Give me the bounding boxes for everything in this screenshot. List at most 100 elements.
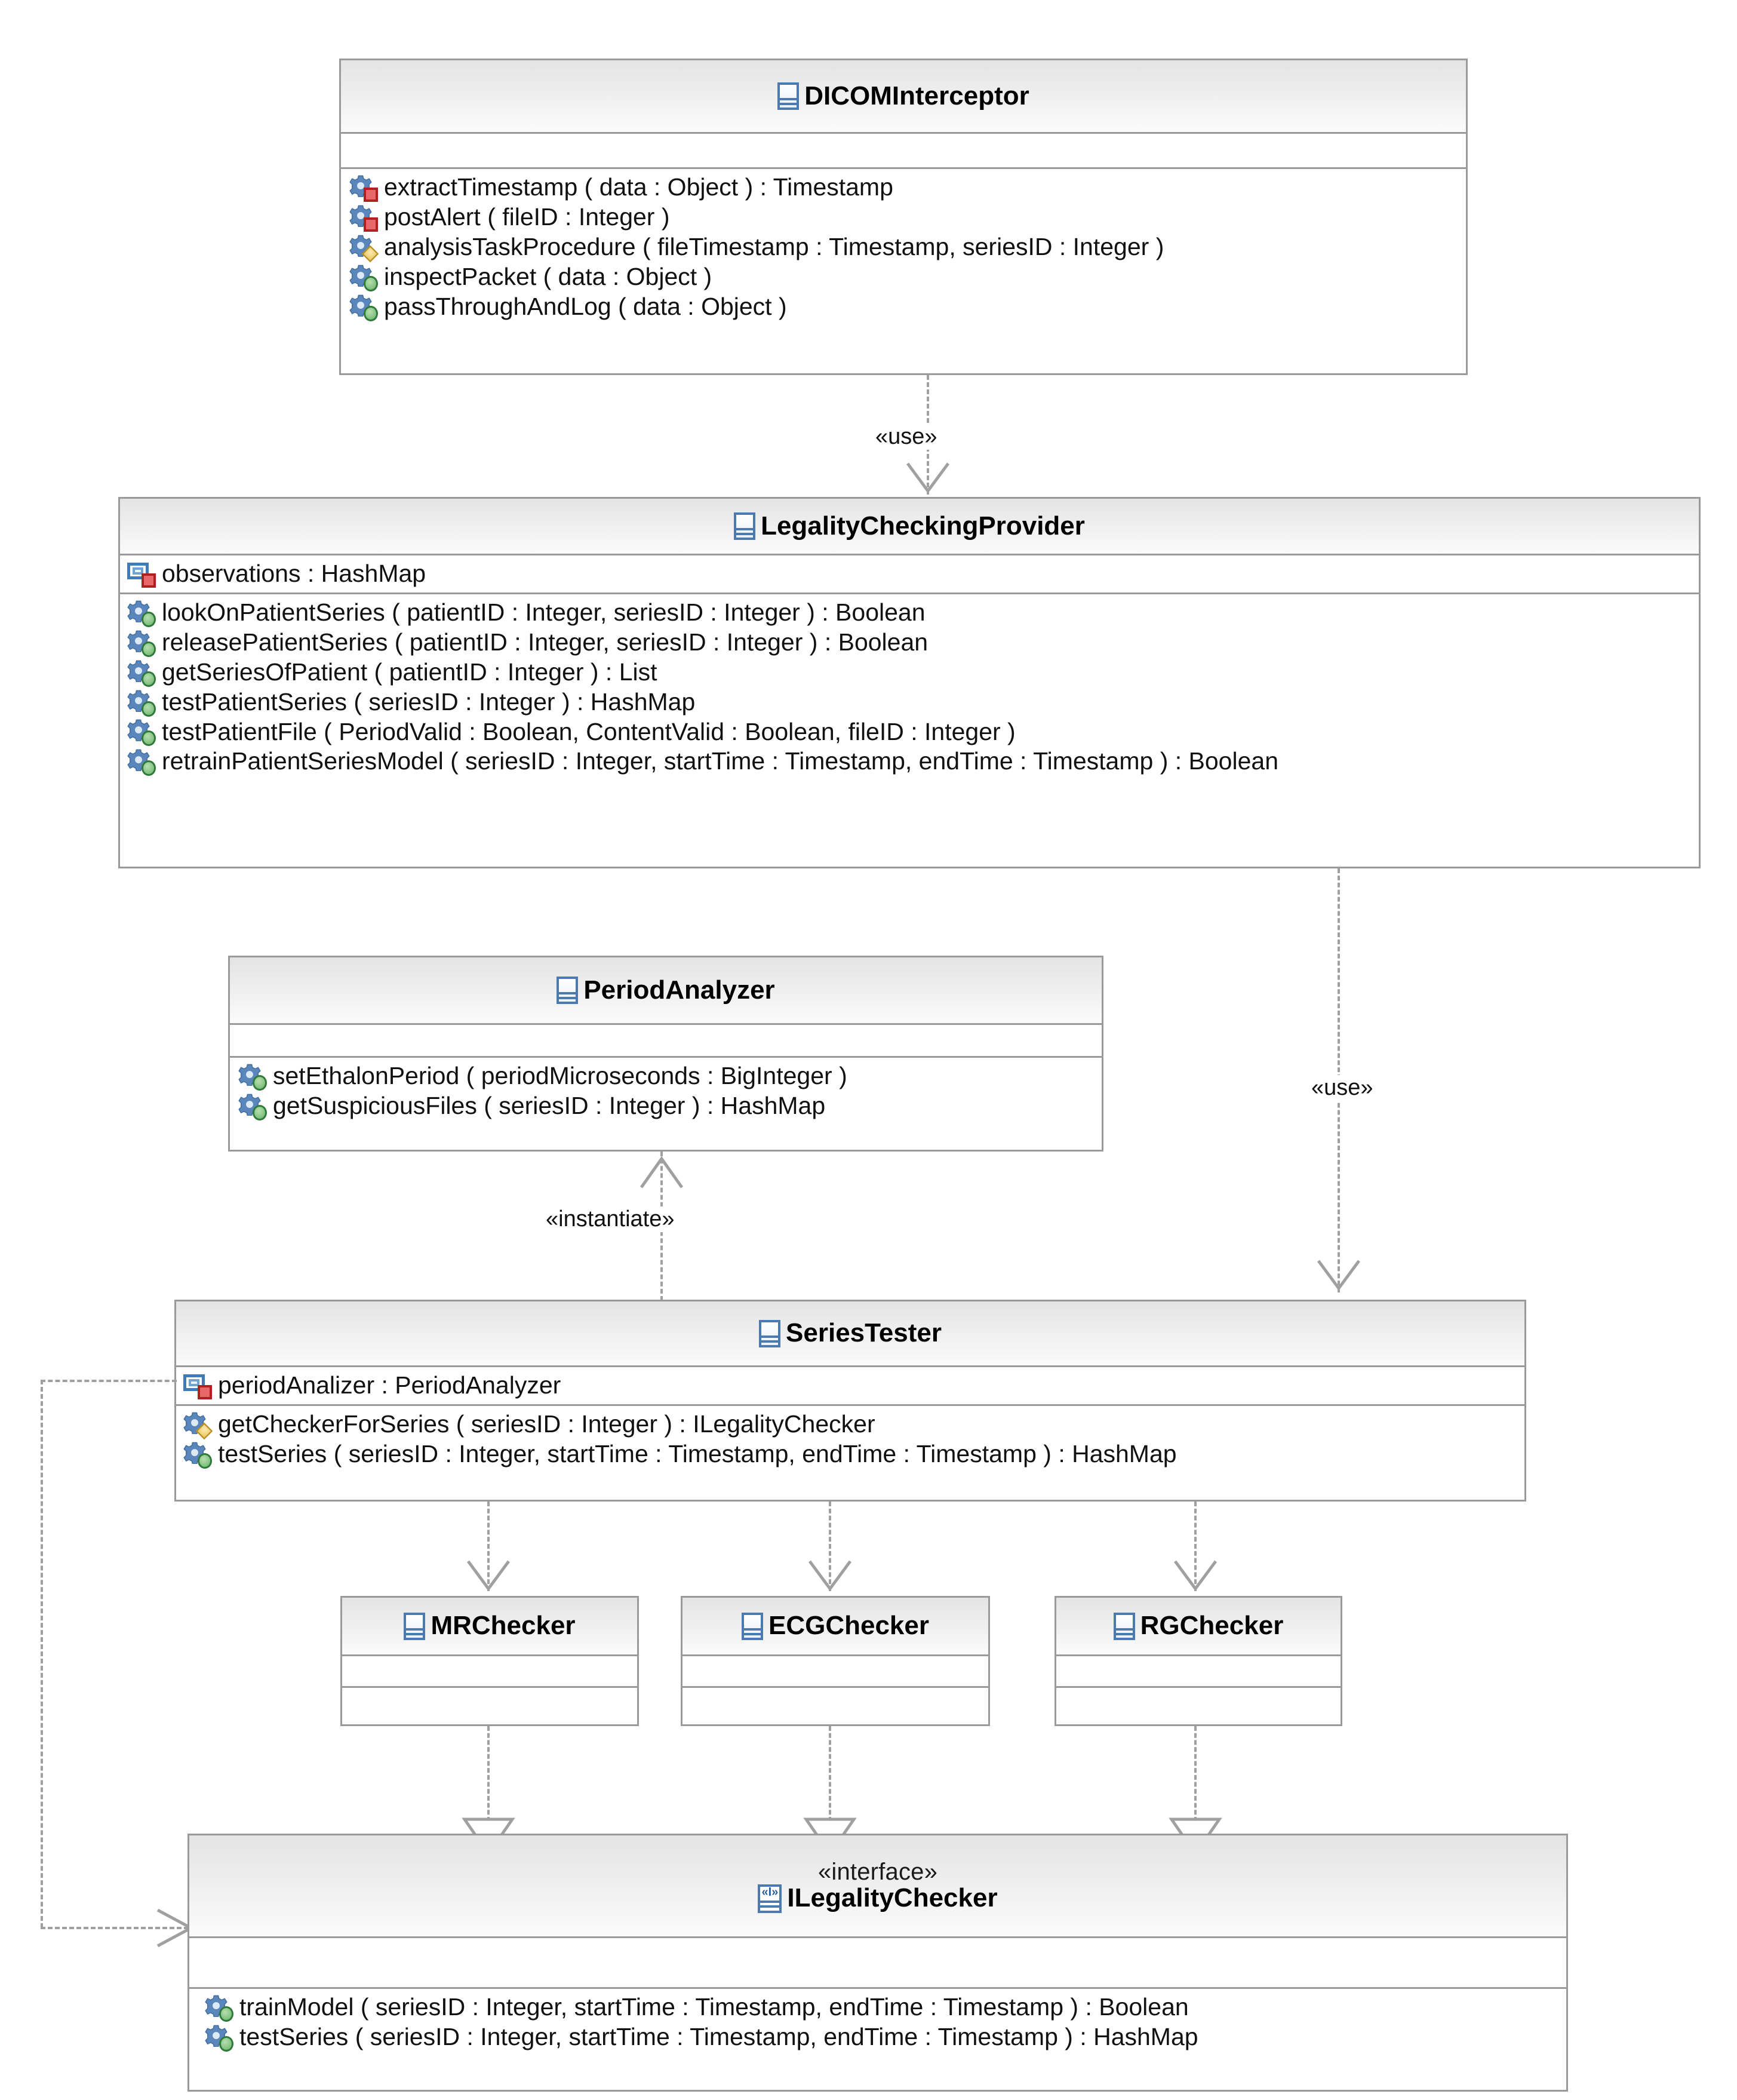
method-protected-icon [349, 234, 379, 263]
visibility-public-marker [364, 305, 378, 321]
open-arrowhead [640, 1156, 684, 1189]
class-title-row: DICOMInterceptor [777, 82, 1029, 110]
attribute-row[interactable]: periodAnalizer : PeriodAnalyzer [176, 1371, 1524, 1401]
visibility-public-marker [142, 760, 156, 776]
class-icon [557, 977, 579, 1004]
operation-row[interactable]: analysisTaskProcedure ( fileTimestamp : … [341, 232, 1466, 263]
operation-text: extractTimestamp ( data : Object ) : Tim… [384, 173, 893, 201]
class-box-ilegality-checker[interactable]: «interface» «I» ILegalityChecker trainMo… [187, 1834, 1568, 2092]
attribute-private-icon [127, 561, 156, 588]
method-protected-icon [183, 1411, 213, 1440]
class-name: MRChecker [431, 1611, 576, 1641]
class-name: LegalityCheckingProvider [761, 511, 1085, 541]
attributes-compartment [189, 1938, 1566, 1987]
visibility-public-marker [142, 730, 156, 747]
operation-text: postAlert ( fileID : Integer ) [384, 202, 670, 231]
class-icon [759, 1319, 781, 1347]
operations-compartment: lookOnPatientSeries ( patientID : Intege… [120, 592, 1699, 780]
attribute-text: observations : HashMap [162, 560, 426, 587]
open-arrowhead [1173, 1560, 1218, 1592]
class-box-legality-checking-provider[interactable]: LegalityCheckingProvider observations : … [118, 497, 1701, 868]
operation-text: lookOnPatientSeries ( patientID : Intege… [162, 598, 926, 626]
operation-row[interactable]: inspectPacket ( data : Object ) [341, 262, 1466, 292]
attributes-compartment: observations : HashMap [120, 555, 1699, 592]
connector-label: «use» [872, 424, 941, 450]
operation-row[interactable]: testPatientFile ( PeriodValid : Boolean,… [120, 717, 1699, 747]
stereotype-label: «interface» [817, 1858, 938, 1885]
method-public-icon [349, 294, 378, 321]
method-private-icon [349, 174, 378, 202]
operations-compartment: getCheckerForSeries ( seriesID : Integer… [176, 1404, 1524, 1473]
operation-row[interactable]: lookOnPatientSeries ( patientID : Intege… [120, 598, 1699, 628]
class-box-dicom-interceptor[interactable]: DICOMInterceptor extractTimestamp ( data… [339, 59, 1468, 375]
visibility-public-marker [198, 1453, 212, 1469]
class-title-row: LegalityCheckingProvider [734, 512, 1085, 540]
class-box-ecg-checker[interactable]: ECGChecker [681, 1596, 990, 1726]
class-box-period-analyzer[interactable]: PeriodAnalyzer setEthalonPeriod ( period… [228, 956, 1103, 1152]
class-title-row: MRChecker [404, 1611, 576, 1641]
operation-row[interactable]: getCheckerForSeries ( seriesID : Integer… [176, 1410, 1524, 1440]
open-arrowhead [906, 462, 950, 494]
operation-row[interactable]: testSeries ( seriesID : Integer, startTi… [176, 1439, 1524, 1469]
method-public-icon [127, 748, 156, 776]
operation-row[interactable]: passThroughAndLog ( data : Object ) [341, 292, 1466, 322]
attribute-text: periodAnalizer : PeriodAnalyzer [218, 1371, 561, 1399]
operation-row[interactable]: getSeriesOfPatient ( patientID : Integer… [120, 658, 1699, 687]
operation-text: retrainPatientSeriesModel ( seriesID : I… [162, 747, 1279, 775]
class-header: ECGChecker [682, 1598, 988, 1656]
class-name: ILegalityChecker [787, 1883, 998, 1913]
class-header: SeriesTester [176, 1301, 1524, 1367]
attribute-private-icon [183, 1373, 212, 1399]
class-title-row: ECGChecker [741, 1612, 929, 1640]
attributes-compartment [341, 134, 1466, 167]
attributes-compartment [230, 1025, 1102, 1056]
class-box-series-tester[interactable]: SeriesTester periodAnalizer : PeriodAnal… [174, 1300, 1526, 1502]
operation-text: analysisTaskProcedure ( fileTimestamp : … [384, 232, 1164, 260]
visibility-public-marker [142, 671, 156, 687]
operation-row[interactable]: setEthalonPeriod ( periodMicroseconds : … [230, 1061, 1102, 1091]
class-title-row: «I» ILegalityChecker [758, 1883, 998, 1913]
attribute-row[interactable]: observations : HashMap [120, 559, 1699, 589]
class-name: SeriesTester [786, 1318, 942, 1348]
operation-text: testSeries ( seriesID : Integer, startTi… [239, 2022, 1198, 2050]
operation-text: testPatientSeries ( seriesID : Integer )… [162, 687, 696, 716]
visibility-public-marker [219, 2035, 233, 2052]
visibility-private-marker [364, 217, 378, 232]
method-public-icon [238, 1063, 267, 1091]
attributes-compartment: periodAnalizer : PeriodAnalyzer [176, 1367, 1524, 1404]
operation-row[interactable]: postAlert ( fileID : Integer ) [341, 202, 1466, 232]
connector-label: «instantiate» [542, 1206, 678, 1232]
operations-compartment: trainModel ( seriesID : Integer, startTi… [189, 1987, 1566, 2056]
method-public-icon [183, 1441, 212, 1469]
method-public-icon [349, 264, 378, 291]
operation-row[interactable]: testPatientSeries ( seriesID : Integer )… [120, 687, 1699, 717]
class-box-mr-checker[interactable]: MRChecker [340, 1596, 639, 1726]
class-box-rg-checker[interactable]: RGChecker [1055, 1596, 1342, 1726]
visibility-public-marker [364, 275, 378, 291]
open-arrowhead [1317, 1260, 1361, 1291]
operations-compartment: extractTimestamp ( data : Object ) : Tim… [341, 167, 1466, 326]
class-icon [741, 1612, 763, 1640]
operations-compartment [342, 1686, 637, 1721]
operation-row[interactable]: getSuspiciousFiles ( seriesID : Integer … [230, 1091, 1102, 1121]
open-arrowhead [466, 1560, 511, 1592]
visibility-public-marker [253, 1104, 267, 1120]
visibility-private-marker [198, 1384, 212, 1399]
operation-row[interactable]: trainModel ( seriesID : Integer, startTi… [189, 1992, 1566, 2022]
connector-label: «use» [1308, 1075, 1377, 1101]
class-header: PeriodAnalyzer [230, 957, 1102, 1025]
attributes-compartment [342, 1656, 637, 1686]
operation-row[interactable]: testSeries ( seriesID : Integer, startTi… [189, 2022, 1566, 2052]
operation-row[interactable]: releasePatientSeries ( patientID : Integ… [120, 628, 1699, 658]
class-icon [404, 1612, 426, 1640]
operation-row[interactable]: retrainPatientSeriesModel ( seriesID : I… [120, 747, 1699, 776]
method-public-icon [127, 689, 156, 717]
class-header: LegalityCheckingProvider [120, 499, 1699, 555]
class-title-row: PeriodAnalyzer [557, 976, 775, 1004]
operation-row[interactable]: extractTimestamp ( data : Object ) : Tim… [341, 173, 1466, 202]
visibility-public-marker [142, 611, 156, 627]
class-title-row: RGChecker [1113, 1612, 1283, 1640]
class-name: DICOMInterceptor [804, 81, 1029, 110]
class-header: DICOMInterceptor [341, 60, 1466, 134]
operation-text: testSeries ( seriesID : Integer, startTi… [218, 1439, 1177, 1467]
